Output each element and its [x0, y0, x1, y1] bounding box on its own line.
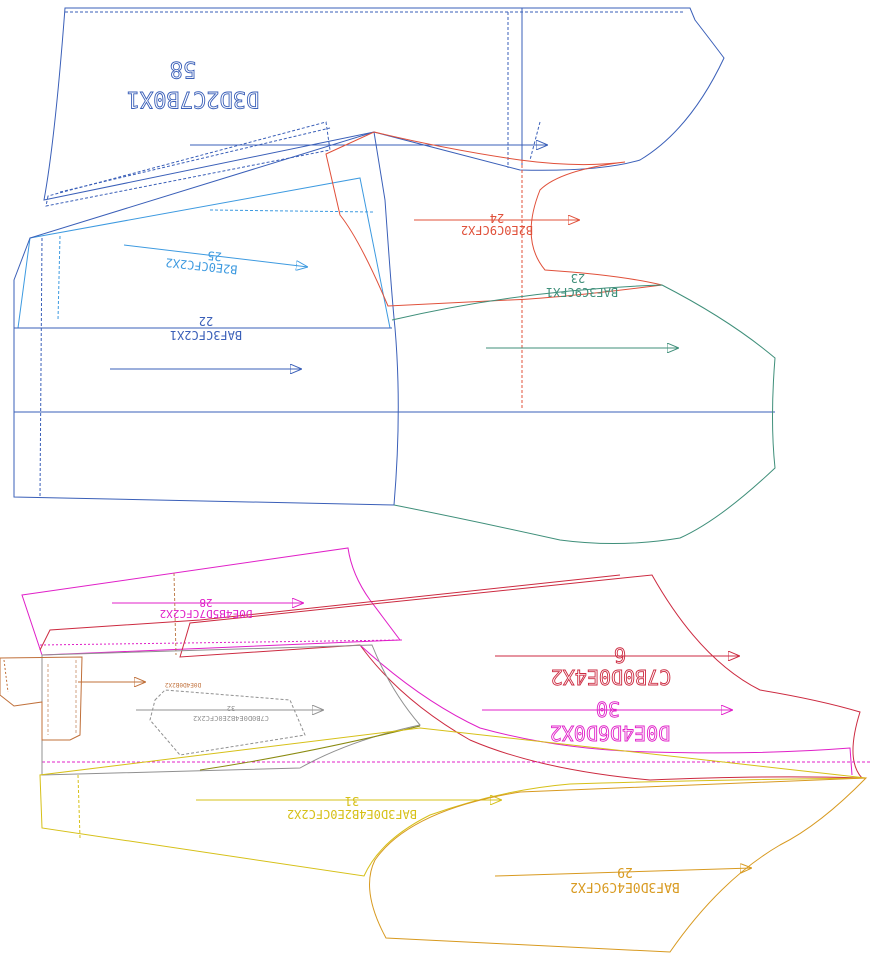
piece-code: BAF3D0E4C9CFX2 [570, 879, 680, 894]
label-24: 24 B2E0C9CFX2 [461, 211, 533, 237]
pattern-piece-24 [325, 131, 663, 410]
piece-code: B2E0C9CFX2 [461, 223, 533, 237]
pattern-piece-28 [21, 547, 403, 656]
label-28: 28 D0E4B5D7CFC2X2 [160, 596, 253, 620]
pattern-piece-small [0, 656, 146, 741]
piece-code: D0E4D6D0X2 [550, 721, 670, 745]
piece-number: 31 [345, 794, 359, 808]
label-22: 22 BAF3CFC2X1 [170, 314, 242, 342]
pattern-piece-32 [41, 644, 421, 776]
label-31: 31 BAF3D0E4B2E0CFC2X2 [287, 794, 417, 821]
label-32: C7B0D0E4B2E0CFC2X2 32 [193, 704, 269, 722]
piece-code: BAF3C9CFX1 [546, 285, 618, 299]
piece-number: 32 [227, 704, 235, 712]
label-30: 30 D0E4D6D0X2 [549, 697, 670, 746]
pattern-piece-30 [42, 644, 870, 776]
label-23: 23 BAF3C9CFX1 [546, 271, 618, 299]
label-25: 25 B2E0CFC2X2 [165, 248, 238, 276]
piece-code: C7B0D0E4B2E0CFC2X2 [193, 714, 269, 722]
label-58: 58 D3D2C7B0X1 [126, 56, 259, 112]
pattern-piece-29 [369, 777, 868, 953]
pattern-piece-25 [17, 177, 391, 329]
construction-lines-olive [199, 725, 421, 771]
piece-number: 24 [490, 211, 504, 225]
pattern-piece-23 [391, 284, 776, 545]
piece-number: 28 [199, 596, 212, 609]
label-29: 29 BAF3D0E4C9CFX2 [570, 864, 680, 894]
piece-code: D0E4D0B2X2 [165, 681, 202, 688]
piece-number: 6 [614, 643, 626, 667]
piece-number: 58 [170, 56, 197, 81]
piece-code: BAF3D0E4B2E0CFC2X2 [287, 807, 417, 821]
pattern-piece-22 [13, 131, 775, 506]
piece-number: 23 [571, 271, 585, 285]
piece-code: D0E4B5D7CFC2X2 [160, 607, 253, 620]
grainline-arrow [494, 868, 752, 877]
label-small: D0E4D0B2X2 [165, 681, 202, 688]
piece-number: 30 [596, 697, 620, 721]
grainline-arrow [123, 244, 308, 267]
piece-code: D3D2C7B0X1 [127, 86, 259, 111]
pattern-piece-31 [39, 727, 867, 877]
pattern-piece-58 [43, 7, 725, 207]
piece-number: 25 [207, 248, 223, 263]
label-6: 6 C7B0D0E4X2 [550, 643, 671, 690]
piece-number: 22 [199, 314, 213, 328]
piece-code: C7B0D0E4X2 [551, 665, 671, 689]
piece-code: BAF3CFC2X1 [170, 328, 242, 342]
piece-code: B2E0CFC2X2 [165, 255, 238, 276]
construction-lines [173, 572, 177, 656]
pattern-piece-6 [39, 574, 864, 781]
piece-number: 29 [617, 864, 633, 879]
